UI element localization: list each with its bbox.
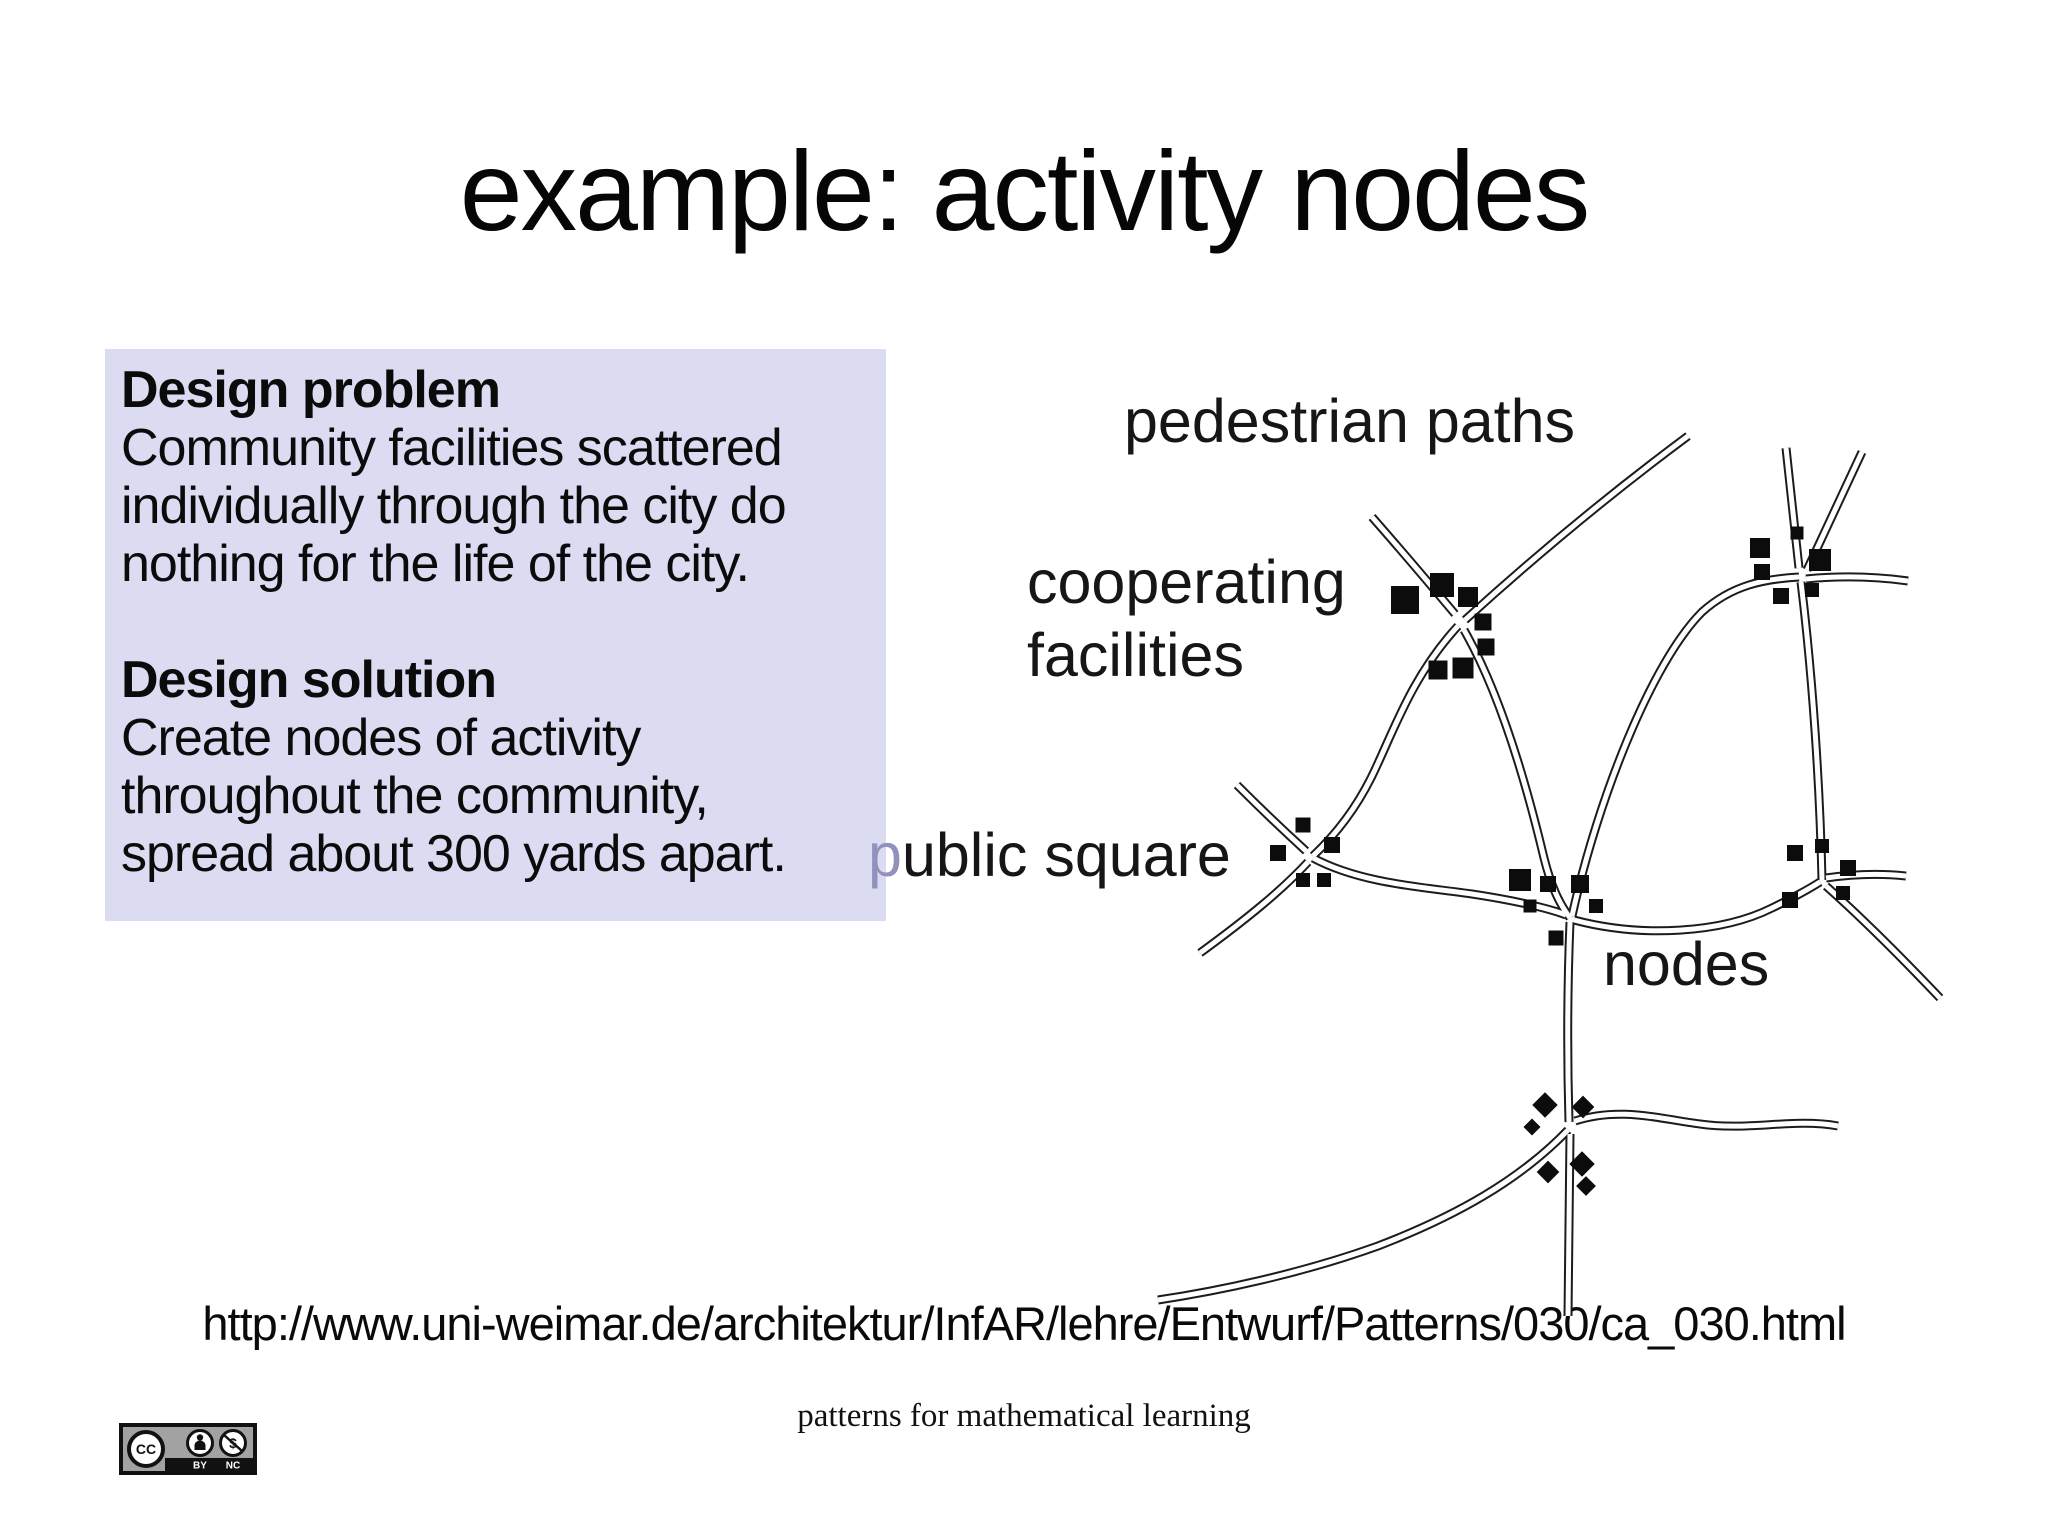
facility-square (1782, 892, 1798, 908)
attribution-person-icon (186, 1429, 214, 1457)
pedestrian-path (1565, 1133, 1573, 1317)
facility-square (1296, 873, 1310, 887)
facility-square (1805, 583, 1819, 597)
facility-square (1576, 1176, 1596, 1196)
pedestrian-path (1157, 1126, 1572, 1305)
facility-square (1815, 839, 1829, 853)
facility-square (1750, 538, 1770, 558)
facility-squares (1270, 526, 1856, 1196)
pedestrian-path (1565, 921, 1573, 1123)
facility-square (1532, 1092, 1558, 1118)
paragraph-line: individually through the city do (121, 477, 787, 535)
pedestrian-path (1311, 624, 1460, 858)
nc-label: NC (226, 1461, 240, 1472)
cc-by-nc-license-badge: CC $ BY NC (119, 1423, 257, 1475)
facility-square (1836, 886, 1850, 900)
facility-square (1391, 586, 1419, 614)
facility-square (1754, 564, 1770, 580)
facility-square (1270, 845, 1286, 861)
facility-square (1540, 876, 1556, 892)
facility-square (1428, 660, 1448, 680)
pedestrian-path (1370, 515, 1457, 616)
cc-logo-text: CC (136, 1441, 156, 1457)
facility-square (1523, 1118, 1541, 1136)
pedestrian-path (1805, 574, 1909, 584)
facility-square (1548, 930, 1564, 946)
pedestrian-path (1157, 1128, 1570, 1303)
facility-square (1571, 875, 1589, 893)
noncommercial-dollar-icon: $ (219, 1429, 247, 1457)
facility-square (1474, 613, 1492, 631)
pedestrian-path (1824, 884, 1942, 1000)
pedestrian-path (1574, 1111, 1839, 1129)
facility-square (1773, 588, 1789, 604)
facility-square (1458, 587, 1478, 607)
facility-square (1317, 873, 1331, 887)
footer-note: patterns for mathematical learning (797, 1398, 1251, 1434)
facility-square (1809, 549, 1831, 571)
pedestrian-path (1235, 783, 1308, 853)
pedestrian-path (1198, 860, 1310, 956)
facility-square (1523, 899, 1537, 913)
facility-square (1295, 817, 1311, 833)
facility-square (1509, 869, 1531, 891)
paragraph-line: spread about 300 yards apart. (121, 825, 787, 883)
badge-label-strip (165, 1458, 253, 1471)
pedestrian-path (1461, 628, 1573, 920)
pedestrian-path (1573, 879, 1822, 934)
facility-square (1787, 845, 1803, 861)
paragraph-line: nothing for the life of the city. (121, 535, 750, 593)
paragraph-line: Create nodes of activity (121, 709, 641, 767)
facility-square (1536, 1160, 1560, 1184)
facility-square (1452, 657, 1474, 679)
paragraph-heading: Design solution (121, 651, 497, 709)
facility-square (1430, 573, 1454, 597)
facility-square (1571, 1095, 1595, 1119)
paragraph-line: throughout the community, (121, 767, 709, 825)
facility-square (1477, 638, 1495, 656)
pedestrian-path (1825, 871, 1907, 881)
facility-square (1790, 526, 1804, 540)
pedestrian-path (1783, 447, 1802, 569)
facility-square (1589, 899, 1603, 913)
pedestrian-path (1311, 855, 1567, 918)
paragraph-line: Community facilities scattered (121, 419, 783, 477)
pedestrian-path (1463, 433, 1690, 622)
facility-square (1840, 860, 1856, 876)
pedestrian-path (1569, 574, 1800, 917)
page-title: example: activity nodes (459, 128, 1591, 254)
path-centers (1157, 433, 1942, 1317)
cc-logo-icon: CC (127, 1430, 165, 1468)
paragraph-heading: Design problem (121, 361, 501, 419)
by-label: BY (193, 1461, 207, 1472)
facility-square (1324, 837, 1340, 853)
